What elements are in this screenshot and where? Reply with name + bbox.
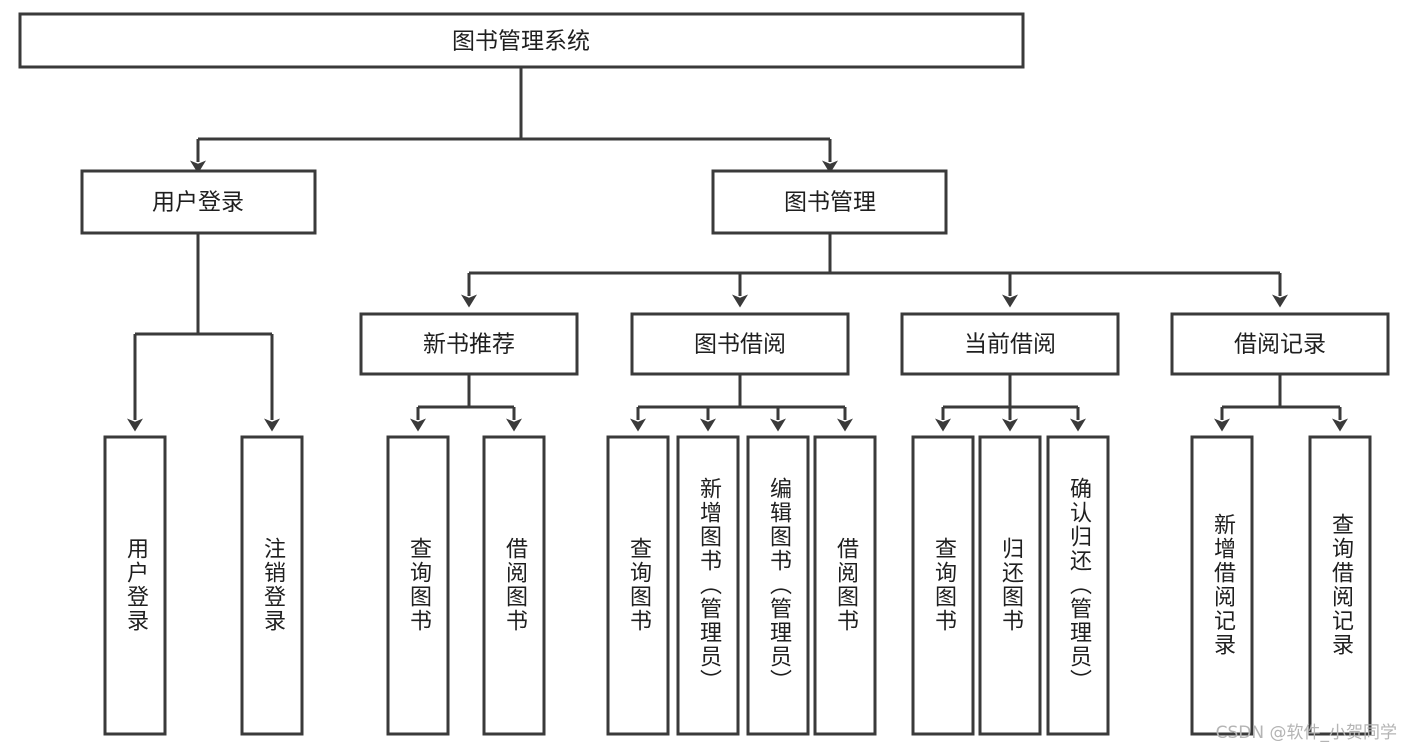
node-root-system[interactable]: 图书管理系统	[18, 12, 1025, 69]
node-current-borrow[interactable]: 当前借阅	[900, 312, 1120, 376]
connector-root-to-level2	[190, 67, 838, 174]
node-leaf-confirm-return[interactable]: 确认归还（管理员）	[1046, 435, 1110, 736]
connector-bookmgmt-to-level3	[461, 234, 1288, 308]
node-leaf-borrow-book-1[interactable]: 借阅图书	[482, 435, 546, 736]
connector-newbook-to-leaves	[410, 374, 522, 432]
node-book-borrow-label: 图书借阅	[694, 332, 786, 358]
node-book-borrow[interactable]: 图书借阅	[630, 312, 850, 376]
node-root-system-label: 图书管理系统	[452, 29, 590, 55]
node-new-book-recommend[interactable]: 新书推荐	[359, 312, 579, 376]
node-leaf-query-record-label: 查询借阅记录	[1328, 513, 1354, 657]
node-leaf-add-book-label: 新增图书（管理员）	[696, 477, 722, 693]
connector-bookborrow-to-leaves	[630, 374, 853, 432]
node-leaf-query-book-3[interactable]: 查询图书	[911, 435, 975, 736]
node-leaf-add-record[interactable]: 新增借阅记录	[1190, 435, 1254, 736]
node-leaf-add-book[interactable]: 新增图书（管理员）	[676, 435, 740, 736]
node-leaf-add-record-label: 新增借阅记录	[1210, 513, 1236, 657]
node-leaf-query-book-2-label: 查询图书	[626, 537, 652, 633]
node-leaf-query-record[interactable]: 查询借阅记录	[1308, 435, 1372, 736]
node-leaf-return-book-label: 归还图书	[998, 537, 1024, 633]
node-leaf-borrow-book-2-label: 借阅图书	[833, 537, 859, 633]
node-leaf-edit-book[interactable]: 编辑图书（管理员）	[746, 435, 810, 736]
node-leaf-logout-login-label: 注销登录	[260, 537, 286, 633]
node-new-book-recommend-label: 新书推荐	[423, 332, 515, 358]
node-leaf-query-book-1[interactable]: 查询图书	[386, 435, 450, 736]
node-leaf-query-book-2[interactable]: 查询图书	[606, 435, 670, 736]
node-current-borrow-label: 当前借阅	[964, 332, 1056, 358]
connector-userlogin-to-leaves	[127, 234, 280, 432]
node-borrow-record-label: 借阅记录	[1234, 332, 1326, 358]
connector-currentborrow-to-leaves	[935, 374, 1086, 432]
node-leaf-borrow-book-2[interactable]: 借阅图书	[813, 435, 877, 736]
node-leaf-query-book-1-label: 查询图书	[406, 537, 432, 633]
node-leaf-query-book-3-label: 查询图书	[931, 537, 957, 633]
node-leaf-user-login[interactable]: 用户登录	[103, 435, 167, 736]
node-borrow-record[interactable]: 借阅记录	[1170, 312, 1390, 376]
node-book-management[interactable]: 图书管理	[711, 169, 948, 235]
node-leaf-borrow-book-1-label: 借阅图书	[502, 537, 528, 633]
node-leaf-return-book[interactable]: 归还图书	[978, 435, 1042, 736]
node-leaf-user-login-label: 用户登录	[123, 537, 149, 633]
node-leaf-edit-book-label: 编辑图书（管理员）	[766, 477, 792, 693]
node-leaf-logout-login[interactable]: 注销登录	[240, 435, 304, 736]
connector-borrowrecord-to-leaves	[1214, 374, 1348, 432]
node-user-login-label: 用户登录	[152, 190, 244, 216]
node-leaf-confirm-return-label: 确认归还（管理员）	[1066, 477, 1092, 693]
node-book-management-label: 图书管理	[784, 190, 876, 216]
node-user-login[interactable]: 用户登录	[80, 169, 317, 235]
